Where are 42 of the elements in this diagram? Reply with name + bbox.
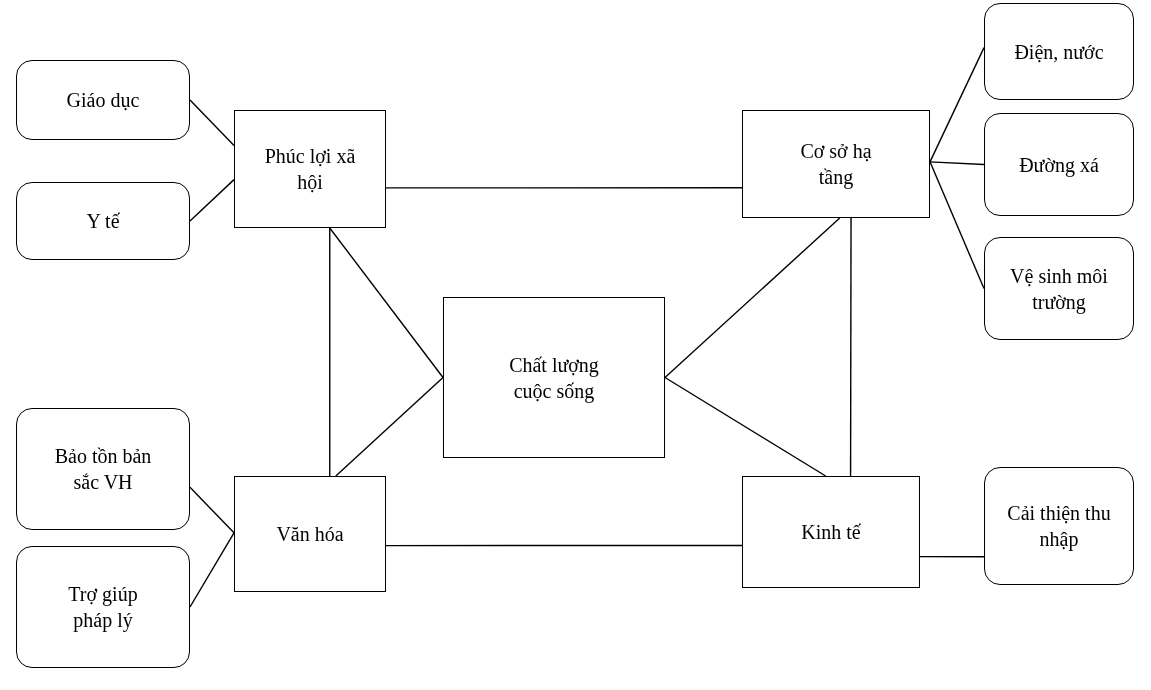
node-label: Bảo tồn bản sắc VH (53, 444, 153, 495)
connector-line (919, 555, 985, 558)
rounded-box (16, 546, 190, 668)
connector-line (189, 178, 235, 222)
rounded-box (16, 60, 190, 140)
node-label: Trợ giúp pháp lý (67, 582, 139, 633)
rectangle-box (742, 110, 930, 218)
rounded-box (984, 467, 1134, 585)
node-label: Giáo dục (66, 88, 140, 113)
connector-line (849, 217, 852, 477)
connector-line (329, 227, 331, 477)
connector-line (929, 46, 985, 163)
node-label: Cải thiện thu nhập (1006, 501, 1112, 552)
node-label: Chất lượng cuộc sống (508, 352, 600, 404)
connector-line (329, 227, 444, 379)
node-label: Kinh tế (801, 520, 861, 545)
node-label: Đường xá (1019, 152, 1099, 178)
connector-line (385, 544, 743, 547)
rectangle-box (234, 110, 386, 228)
rounded-box (984, 113, 1134, 216)
node-label: Văn hóa (276, 522, 344, 547)
rectangle-box (443, 297, 665, 458)
rectangle-box (742, 476, 920, 588)
rounded-box (984, 3, 1134, 100)
connector-line (929, 161, 985, 290)
node-label: Cơ sở hạ tầng (799, 139, 873, 190)
connector-line (929, 161, 985, 166)
connector-line (385, 187, 743, 189)
rounded-box (16, 182, 190, 260)
node-label: Y tế (86, 209, 120, 234)
node-label: Phúc lợi xã hội (263, 144, 357, 195)
node-label: Vệ sinh môi trường (1009, 263, 1109, 315)
node-label: Điện, nước (1014, 39, 1104, 65)
connector-line (664, 376, 827, 477)
connector-line (189, 532, 235, 608)
connector-line (664, 217, 841, 379)
connector-line (335, 376, 444, 477)
connector-line (189, 99, 235, 147)
rectangle-box (234, 476, 386, 592)
rounded-box (984, 237, 1134, 340)
connector-line (189, 486, 235, 534)
rounded-box (16, 408, 190, 530)
